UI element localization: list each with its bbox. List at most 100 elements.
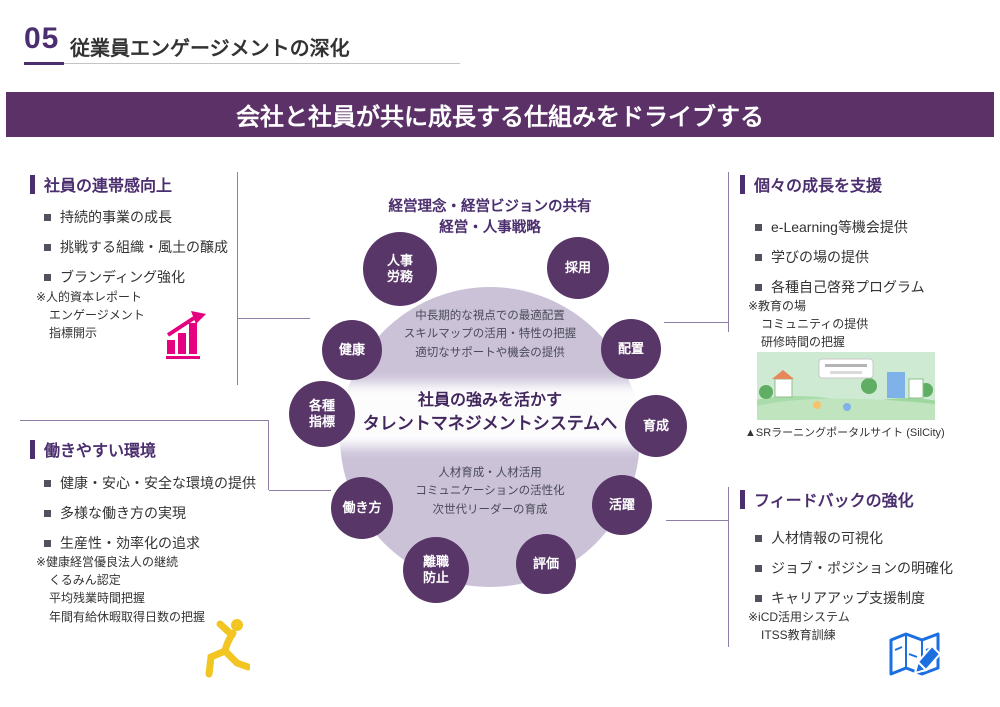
list-item-label: 多様な働き方の実現 <box>60 505 186 521</box>
frame-line-feedback <box>728 487 729 647</box>
diagram-node-health: 健康 <box>322 320 382 380</box>
list-item-label: 人材情報の可視化 <box>771 530 883 546</box>
circle-center-text: 社員の強みを活かす タレントマネジメントシステムへ <box>320 390 660 436</box>
note-line: ※健康経営優良法人の継続 <box>36 555 179 569</box>
circle-upper-text-line: スキルマップの活用・特性の把握 <box>403 328 577 341</box>
section-growth-heading: 個々の成長を支援 <box>740 172 882 196</box>
circle-upper-text-line: 適切なサポートや機会の提供 <box>415 346 565 359</box>
note-line: 研修時間の把握 <box>761 335 846 350</box>
frame-line-environment-top <box>20 420 268 421</box>
connector-line-growth <box>664 322 728 323</box>
list-item: ブランディング強化 <box>44 267 259 287</box>
list-item-label: 生産性・効率化の追求 <box>60 535 200 551</box>
note-line: ※iCD活用システム <box>748 610 850 624</box>
bullet-square-icon <box>44 509 51 517</box>
diagram-node-recruitment: 採用 <box>547 237 609 299</box>
diagram-node-placement: 配置 <box>601 319 661 379</box>
diagram-node-workstyle: 働き方 <box>331 477 393 539</box>
list-item: 挑戦する組織・風土の醸成 <box>44 237 259 257</box>
section-solidarity-heading: 社員の連帯感向上 <box>30 172 172 196</box>
growth-chart-icon <box>166 310 208 365</box>
list-item: 人材情報の可視化 <box>755 528 985 548</box>
frame-line-solidarity <box>237 172 238 385</box>
note-line: くるみん認定 <box>49 573 121 588</box>
talent-management-circle <box>340 287 640 587</box>
circle-lower-text-line: 人材育成・人材活用 <box>438 467 542 479</box>
heading-bar <box>30 439 35 459</box>
note-line: ※人的資本レポート <box>36 290 143 304</box>
diagram-node-hr-labor: 人事 労務 <box>363 232 437 306</box>
circle-upper-text: 中長期的な視点での最適配置 スキルマップの活用・特性の把握 適切なサポートや機会… <box>350 307 630 362</box>
diagram-top-label: 経営理念・経営ビジョンの共有 経営・人事戦略 <box>340 197 640 240</box>
circle-upper-text-line: 中長期的な視点での最適配置 <box>415 310 565 322</box>
bullet-square-icon <box>44 273 51 281</box>
bullet-square-icon <box>44 213 51 221</box>
title-underline <box>64 63 460 64</box>
list-item-label: 学びの場の提供 <box>771 249 869 265</box>
section-title-feedback: フィードバックの強化 <box>754 493 914 510</box>
circle-lower-text-line: 次世代リーダーの育成 <box>432 503 548 516</box>
bullet-square-icon <box>755 594 762 602</box>
list-item-label: e-Learning等機会提供 <box>771 219 908 235</box>
bullet-square-icon <box>755 564 762 572</box>
note-line: コミュニティの提供 <box>761 317 869 332</box>
list-item: 持続的事業の成長 <box>44 207 259 227</box>
stretching-person-icon <box>198 616 252 687</box>
headline-banner: 会社と社員が共に成長する仕組みをドライブする <box>6 92 994 137</box>
frame-line-growth <box>728 172 729 332</box>
list-item-label: 挑戦する組織・風土の醸成 <box>60 239 228 255</box>
note-line: 指標開示 <box>49 326 98 341</box>
bullet-square-icon <box>44 243 51 251</box>
slide-number: 05 <box>24 22 60 55</box>
section-title-growth: 個々の成長を支援 <box>754 178 883 195</box>
list-item-label: 健康・安心・安全な環境の提供 <box>60 475 256 491</box>
section-growth-items: e-Learning等機会提供 学びの場の提供 各種自己啓発プログラム <box>755 217 985 307</box>
heading-bar <box>740 174 745 194</box>
connector-line-environment <box>269 490 331 491</box>
diagram-node-indicators: 各種 指標 <box>289 381 355 447</box>
diagram-node-turnover-prevention: 離職 防止 <box>403 537 469 603</box>
list-item: ジョブ・ポジションの明確化 <box>755 558 985 578</box>
list-item-label: ブランディング強化 <box>60 269 186 285</box>
heading-bar <box>30 174 35 194</box>
section-feedback-heading: フィードバックの強化 <box>740 487 914 511</box>
bullet-square-icon <box>755 253 762 261</box>
section-solidarity-items: 持続的事業の成長 挑戦する組織・風土の醸成 ブランディング強化 <box>44 207 259 297</box>
section-solidarity-notes: ※人的資本レポート エンゲージメント 指標開示 <box>36 288 145 343</box>
connector-line-solidarity <box>238 318 310 319</box>
diagram-node-evaluation: 評価 <box>516 534 576 594</box>
learning-portal-illustration <box>725 352 969 446</box>
list-item: 多様な働き方の実現 <box>44 503 284 523</box>
bullet-square-icon <box>755 283 762 291</box>
diagram-node-active-participation: 活躍 <box>592 475 652 535</box>
section-feedback-items: 人材情報の可視化 ジョブ・ポジションの明確化 キャリアアップ支援制度 <box>755 528 985 618</box>
diagram-top-label-line: 経営理念・経営ビジョンの共有 <box>388 199 592 215</box>
section-environment-items: 健康・安心・安全な環境の提供 多様な働き方の実現 生産性・効率化の追求 <box>44 473 284 563</box>
bullet-square-icon <box>44 539 51 547</box>
title-underline-accent <box>24 62 64 65</box>
list-item-label: 持続的事業の成長 <box>60 209 172 225</box>
circle-center-line: 社員の強みを活かす <box>417 392 562 409</box>
list-item: 学びの場の提供 <box>755 247 985 267</box>
note-line: ITSS教育訓練 <box>761 628 836 643</box>
section-environment-heading: 働きやすい環境 <box>30 437 156 461</box>
note-line: エンゲージメント <box>49 308 145 323</box>
map-pencil-icon <box>888 626 942 687</box>
circle-lower-text-line: コミュニケーションの活性化 <box>415 485 565 498</box>
list-item: キャリアアップ支援制度 <box>755 588 985 608</box>
list-item-label: キャリアアップ支援制度 <box>771 590 925 606</box>
section-title-environment: 働きやすい環境 <box>44 443 157 460</box>
diagram-top-label-line: 経営・人事戦略 <box>439 220 541 237</box>
page-title: 従業員エンゲージメントの深化 <box>70 38 350 60</box>
circle-lower-text: 人材育成・人材活用 コミュニケーションの活性化 次世代リーダーの育成 <box>350 464 630 519</box>
section-environment-notes: ※健康経営優良法人の継続 くるみん認定 平均残業時間把握 年間有給休暇取得日数の… <box>36 553 205 626</box>
note-line: 平均残業時間把握 <box>49 591 146 606</box>
frame-line-environment-side <box>268 420 269 490</box>
diagram-node-development: 育成 <box>625 395 687 457</box>
list-item: 生産性・効率化の追求 <box>44 533 284 553</box>
section-growth-notes: ※教育の場 コミュニティの提供 研修時間の把握 <box>748 297 868 352</box>
note-line: 年間有給休暇取得日数の把握 <box>49 609 206 624</box>
section-title-solidarity: 社員の連帯感向上 <box>44 178 173 195</box>
list-item-label: ジョブ・ポジションの明確化 <box>771 560 953 576</box>
